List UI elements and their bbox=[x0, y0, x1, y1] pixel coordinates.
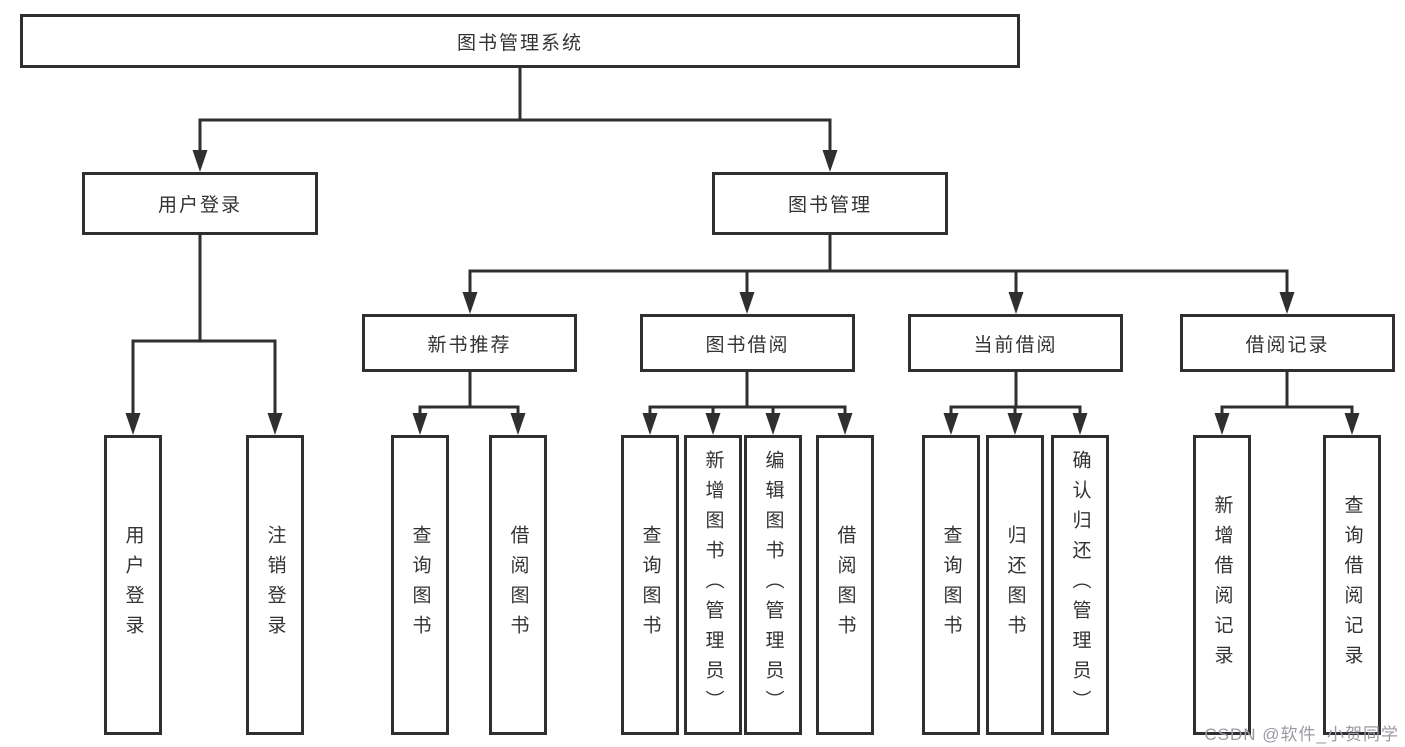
connector-paths bbox=[131, 68, 1354, 415]
node-new-book-recommend-label: 新书推荐 bbox=[427, 334, 512, 356]
node-book-borrowing: 图书借阅 bbox=[640, 314, 855, 372]
leaf-borrow-books-recommend-label: 借阅图书 bbox=[507, 525, 529, 645]
node-root-label: 图书管理系统 bbox=[456, 32, 583, 54]
leaf-user-login: 用户登录 bbox=[104, 435, 162, 735]
leaf-return-books: 归还图书 bbox=[986, 435, 1044, 735]
leaf-query-books-borrow: 查询图书 bbox=[621, 435, 679, 735]
leaf-query-books-recommend: 查询图书 bbox=[391, 435, 449, 735]
leaf-add-borrow-record-label: 新增借阅记录 bbox=[1211, 495, 1233, 675]
node-user-login-label: 用户登录 bbox=[157, 195, 242, 216]
node-borrow-records: 借阅记录 bbox=[1180, 314, 1395, 372]
node-root-system: 图书管理系统 bbox=[20, 14, 1020, 68]
node-current-borrowing-label: 当前借阅 bbox=[973, 334, 1058, 356]
leaf-borrow-books-label: 借阅图书 bbox=[834, 525, 856, 645]
leaf-query-borrow-record: 查询借阅记录 bbox=[1323, 435, 1381, 735]
leaf-query-books-current-label: 查询图书 bbox=[940, 525, 962, 645]
node-book-management-label: 图书管理 bbox=[787, 195, 872, 216]
arrowheads bbox=[125, 150, 1360, 435]
leaf-confirm-return-admin-label: 确认归还（管理员） bbox=[1069, 450, 1091, 720]
node-user-login: 用户登录 bbox=[82, 172, 318, 235]
leaf-logout-label: 注销登录 bbox=[264, 525, 286, 645]
leaf-return-books-label: 归还图书 bbox=[1004, 525, 1026, 645]
watermark-text: CSDN @软件_小贺同学 bbox=[1204, 725, 1399, 744]
leaf-add-books-admin-label: 新增图书（管理员） bbox=[702, 450, 724, 720]
leaf-edit-books-admin-label: 编辑图书（管理员） bbox=[762, 450, 784, 720]
leaf-add-books-admin: 新增图书（管理员） bbox=[684, 435, 742, 735]
leaf-edit-books-admin: 编辑图书（管理员） bbox=[744, 435, 802, 735]
leaf-borrow-books-recommend: 借阅图书 bbox=[489, 435, 547, 735]
leaf-add-borrow-record: 新增借阅记录 bbox=[1193, 435, 1251, 735]
leaf-user-login-label: 用户登录 bbox=[122, 525, 144, 645]
leaf-query-borrow-record-label: 查询借阅记录 bbox=[1341, 495, 1363, 675]
leaf-query-books-current: 查询图书 bbox=[922, 435, 980, 735]
leaf-query-books-recommend-label: 查询图书 bbox=[409, 525, 431, 645]
node-book-borrowing-label: 图书借阅 bbox=[705, 334, 790, 356]
leaf-borrow-books: 借阅图书 bbox=[816, 435, 874, 735]
leaf-query-books-borrow-label: 查询图书 bbox=[639, 525, 661, 645]
leaf-logout: 注销登录 bbox=[246, 435, 304, 735]
leaf-confirm-return-admin: 确认归还（管理员） bbox=[1051, 435, 1109, 735]
node-book-management: 图书管理 bbox=[712, 172, 948, 235]
node-current-borrowing: 当前借阅 bbox=[908, 314, 1123, 372]
node-new-book-recommend: 新书推荐 bbox=[362, 314, 577, 372]
node-borrow-records-label: 借阅记录 bbox=[1245, 334, 1330, 356]
